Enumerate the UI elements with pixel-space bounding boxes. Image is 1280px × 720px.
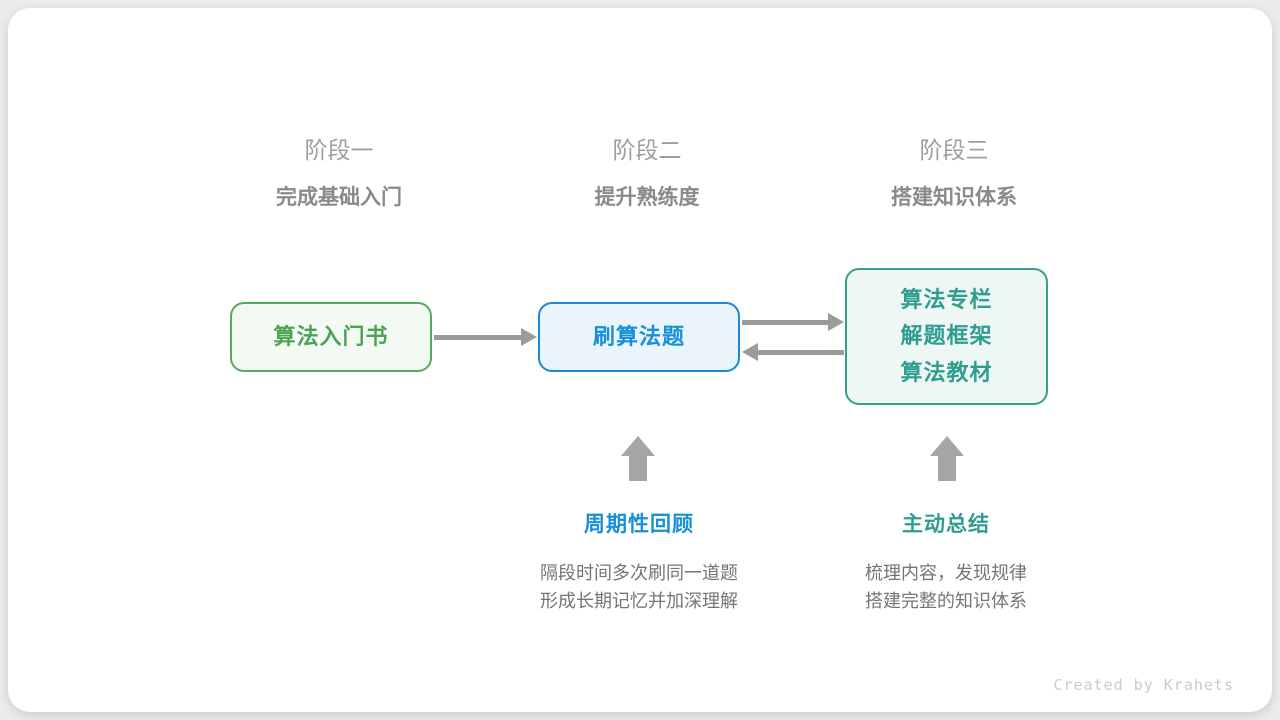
annotation-summarize-desc: 梳理内容，发现规律 搭建完整的知识体系 [786, 560, 1106, 615]
credit-text: Created by Krahets [1053, 676, 1234, 694]
arrow-right-icon [434, 328, 537, 346]
stage-column-3: 阶段三 搭建知识体系 [794, 136, 1114, 212]
stage-column-1: 阶段一 完成基础入门 [179, 136, 499, 212]
annotation-review-desc: 隔段时间多次刷同一道题 形成长期记忆并加深理解 [479, 560, 799, 615]
stage-label-1: 阶段一 [304, 137, 374, 163]
diagram-card: 阶段一 完成基础入门 阶段二 提升熟练度 阶段三 搭建知识体系 算法入门书 刷算… [8, 8, 1272, 712]
node-intro-book: 算法入门书 [230, 302, 432, 372]
stage-title-1: 完成基础入门 [276, 186, 402, 209]
node-resources: 算法专栏 解题框架 算法教材 [845, 268, 1048, 405]
annotation-review-desc-line-1: 隔段时间多次刷同一道题 [540, 563, 738, 583]
arrow-up-head [621, 436, 655, 456]
node-resources-line-3: 算法教材 [900, 359, 993, 385]
annotation-summarize-desc-line-2: 搭建完整的知识体系 [865, 590, 1027, 611]
stage-title-2: 提升熟练度 [594, 186, 700, 209]
annotation-summarize: 主动总结 梳理内容，发现规律 搭建完整的知识体系 [786, 512, 1106, 615]
arrow-right-icon [742, 313, 844, 331]
annotation-review-title: 周期性回顾 [584, 513, 694, 536]
node-intro-book-label: 算法入门书 [273, 323, 389, 349]
arrow-up-icon [930, 436, 964, 481]
node-practice: 刷算法题 [538, 302, 740, 372]
stage-title-3: 搭建知识体系 [891, 186, 1017, 209]
annotation-summarize-title: 主动总结 [902, 513, 990, 536]
node-resources-line-1: 算法专栏 [900, 286, 993, 312]
node-practice-label: 刷算法题 [592, 323, 685, 349]
arrow-left-icon [742, 343, 844, 361]
arrow-shaft [434, 334, 521, 340]
arrow-shaft [742, 319, 828, 325]
arrow-shaft [758, 349, 844, 355]
arrow-head [828, 313, 844, 331]
annotation-review: 周期性回顾 隔段时间多次刷同一道题 形成长期记忆并加深理解 [479, 512, 799, 615]
arrow-up-head [930, 436, 964, 456]
arrow-up-shaft [938, 456, 956, 481]
annotation-summarize-desc-line-1: 梳理内容，发现规律 [865, 563, 1027, 583]
annotation-review-desc-line-2: 形成长期记忆并加深理解 [540, 590, 738, 611]
arrow-up-icon [621, 436, 655, 481]
stage-column-2: 阶段二 提升熟练度 [487, 136, 807, 212]
arrow-head [521, 328, 537, 346]
stage-label-3: 阶段三 [919, 137, 989, 163]
arrow-up-shaft [629, 456, 647, 481]
stage-label-2: 阶段二 [612, 137, 682, 163]
node-resources-line-2: 解题框架 [900, 323, 993, 349]
arrow-head [742, 343, 758, 361]
